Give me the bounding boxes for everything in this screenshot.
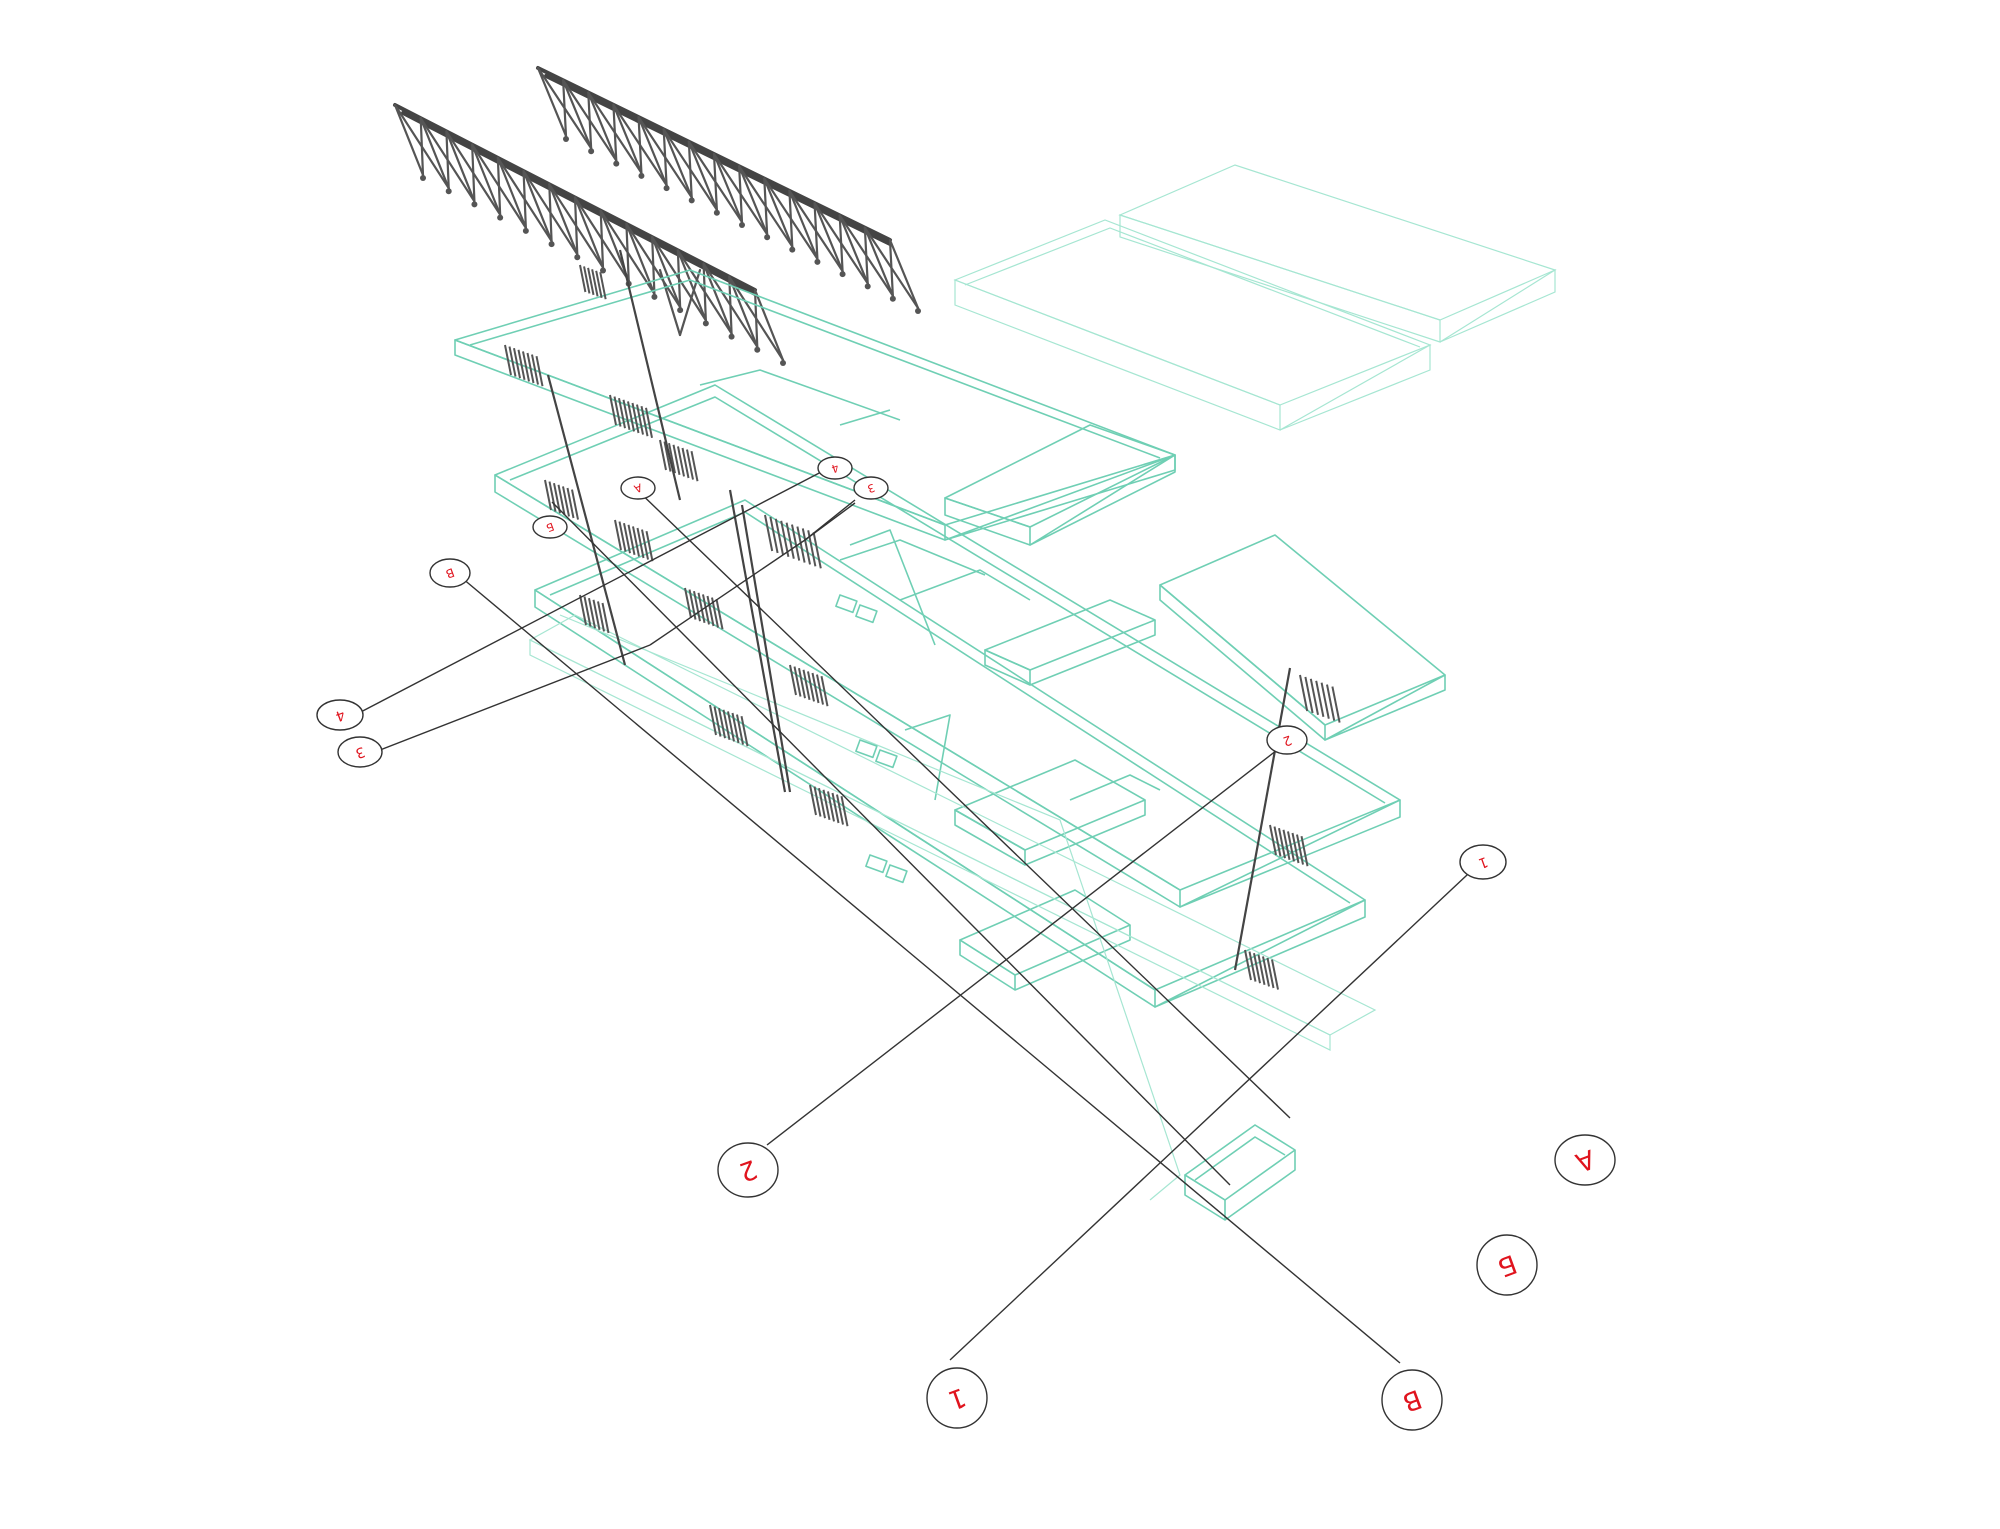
vent-grille: [1244, 949, 1279, 990]
vent-grille: [1299, 674, 1341, 723]
vent-grille: [609, 394, 653, 438]
grid-mark-4-top: 4: [817, 456, 853, 480]
vent-grille: [1269, 824, 1309, 867]
floor-slabs: [454, 269, 1446, 1221]
grid-mark-circle: [532, 515, 568, 539]
vent-grille: [579, 264, 607, 300]
grid-mark-circle: [717, 1142, 779, 1198]
vent-grille: [614, 519, 654, 562]
grid-mark-circle: [620, 476, 656, 500]
vent-grille: [579, 594, 610, 634]
roof-trusses: [393, 66, 921, 366]
grid-mark-1-small: 1: [1459, 844, 1507, 880]
vertical-columns: [546, 249, 1292, 971]
grid-mark-circle: [1381, 1369, 1443, 1431]
grid-mark-v-large: В: [1381, 1369, 1443, 1431]
grid-mark-circle: [1459, 844, 1507, 880]
vent-grille: [659, 439, 699, 482]
grid-mark-3-top: 3: [853, 476, 889, 500]
grid-mark-circle: [429, 558, 471, 588]
grid-mark-circle: [316, 699, 364, 731]
grid-mark-2-small: 2: [1266, 725, 1308, 755]
grid-mark-circle: [1554, 1134, 1616, 1186]
grid-mark-1-large: 1: [926, 1367, 988, 1429]
grid-mark-2-large: 2: [717, 1142, 779, 1198]
leader-lines: [354, 469, 1484, 1364]
grid-mark-b-large: Б: [1476, 1234, 1538, 1296]
grid-mark-3-small: 3: [337, 736, 383, 768]
grid-mark-label: Б: [544, 520, 556, 535]
grid-mark-label: 3: [865, 481, 876, 496]
grid-mark-circle: [926, 1367, 988, 1429]
grid-mark-circle: [853, 476, 889, 500]
grid-mark-circle: [817, 456, 853, 480]
grid-mark-circle: [337, 736, 383, 768]
vent-grille: [544, 479, 579, 520]
grid-mark-circle: [1476, 1234, 1538, 1296]
grid-mark-4-small: 4: [316, 699, 364, 731]
grid-mark-a-large: А: [1554, 1134, 1616, 1186]
truss-support-pier: [658, 268, 702, 337]
grid-mark-b-top: Б: [532, 515, 568, 539]
roof-volumes: [953, 164, 1557, 431]
vent-grille: [809, 784, 849, 827]
roof-truss-right: [536, 66, 921, 314]
vent-grille: [789, 664, 829, 707]
grid-mark-v-small: В: [429, 558, 471, 588]
grid-mark-label: А: [632, 481, 644, 496]
grid-mark-label: 4: [829, 461, 840, 476]
vent-grille: [764, 514, 822, 569]
vent-grille: [709, 704, 749, 747]
grid-mark-a-top: А: [620, 476, 656, 500]
grid-mark-circle: [1266, 725, 1308, 755]
vent-grille: [504, 344, 544, 387]
